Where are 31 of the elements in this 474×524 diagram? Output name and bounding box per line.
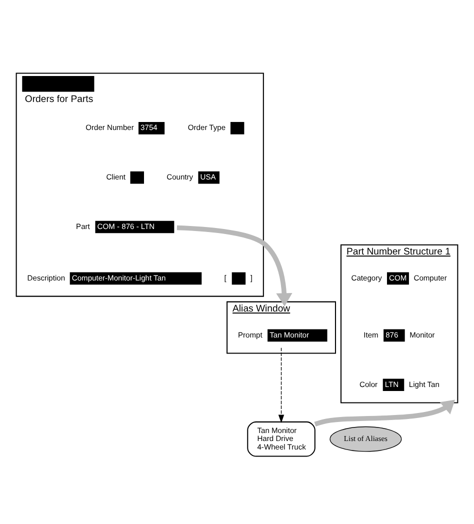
node-label: Item (364, 330, 378, 340)
node-box: Tan Monitor Hard Drive 4-Wheel Truck (247, 421, 316, 457)
node-label: Order Type (188, 123, 226, 132)
arrow (176, 225, 292, 306)
node-box: COM - 876 - LTN (95, 220, 174, 234)
node-label: Prompt (238, 330, 262, 340)
node-box: Computer-Monitor-Light Tan (70, 272, 202, 285)
node-box: COM (386, 272, 409, 285)
node-label: Description (27, 273, 66, 282)
node-box: LTN (382, 378, 404, 392)
node-ellipse: List of Aliases (330, 426, 402, 452)
arrow (314, 400, 455, 426)
node-label: Client (106, 172, 126, 182)
node-box: Tan Monitor (268, 329, 328, 342)
arrow (278, 348, 284, 423)
node-label: Light Tan (408, 380, 440, 389)
node-label: Monitor (410, 330, 435, 340)
node-box (232, 272, 246, 285)
node-label: Color (360, 380, 378, 389)
node-label: Part (76, 222, 90, 231)
node-box: 3754 (138, 122, 165, 134)
node-box: 876 (384, 329, 405, 342)
node-label: Country (166, 172, 194, 182)
node-box: USA (198, 171, 220, 184)
node-label: ] (250, 273, 252, 282)
node-box (130, 171, 144, 184)
node-label: Order Number (86, 123, 134, 132)
node-box (230, 122, 244, 134)
node-label: [ (224, 273, 226, 282)
node-label: Category (351, 273, 382, 282)
node-label: Computer (414, 273, 447, 282)
